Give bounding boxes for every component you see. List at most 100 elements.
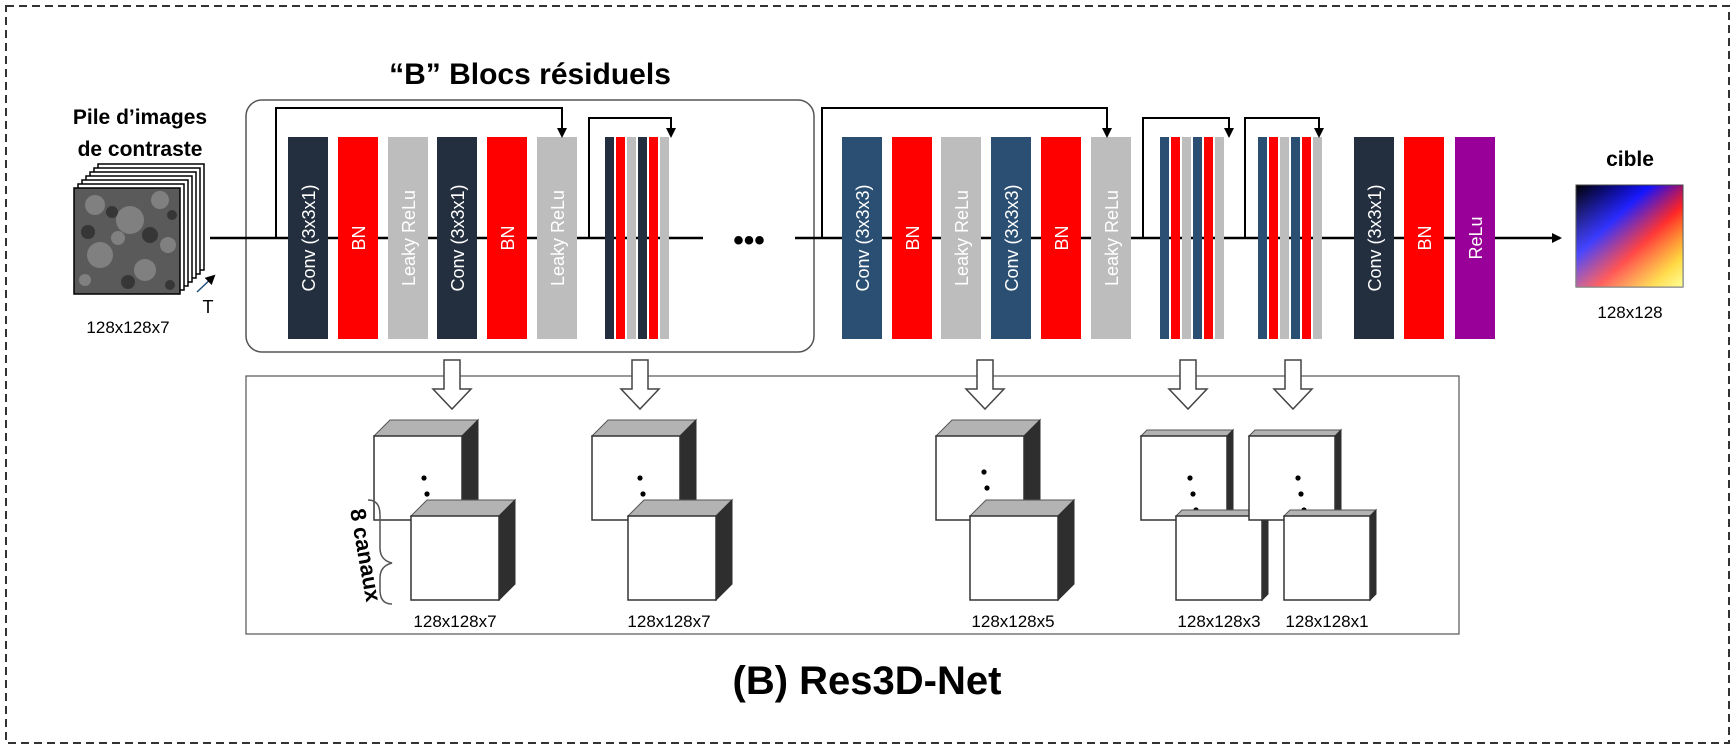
output-label: cible	[1606, 148, 1654, 171]
mini1-stripe-5	[660, 137, 669, 339]
block2-layer-5-label: Leaky ReLu	[1102, 190, 1122, 286]
feature-cube-4-front	[1174, 508, 1270, 602]
block2-layer-3-label: Conv (3x3x3)	[1002, 184, 1022, 291]
channels-brace	[367, 499, 393, 605]
mini2-stripe-0	[1160, 137, 1169, 339]
block1-layer-2-leaky-relu	[388, 137, 428, 339]
block1-layer-1-label: BN	[349, 225, 369, 250]
final-layers: Conv (3x3x1) BN ReLu	[1354, 137, 1495, 339]
block2-layer-4-label: BN	[1052, 225, 1072, 250]
final-layer-2-label: ReLu	[1466, 216, 1486, 259]
compact-block-2	[1160, 137, 1224, 339]
feature-map-cubes	[372, 418, 1378, 602]
mini1-stripe-4	[649, 137, 658, 339]
block2-layers: Conv (3x3x3) BN Leaky ReLu Conv (3x3x3) BN Le…	[842, 137, 1131, 339]
block1-layer-4-label: BN	[498, 225, 518, 250]
block2-layer-4-bn	[1041, 137, 1081, 339]
mini2-stripe-3	[1193, 137, 1202, 339]
block1-layer-4-bn	[487, 137, 527, 339]
feature-cube-5-back	[1247, 428, 1343, 522]
mini2-stripe-1	[1171, 137, 1180, 339]
block2-layer-3-conv-3x3x3	[991, 137, 1031, 339]
feature-size-labels: 128x128x7 128x128x7 128x128x5 128x128x3 128x…	[413, 612, 1368, 631]
block1-layer-5-label: Leaky ReLu	[548, 190, 568, 286]
block2-layer-1-bn	[892, 137, 932, 339]
residual-blocks-box	[245, 99, 815, 353]
mini1-stripe-1	[616, 137, 625, 339]
input-label-line2: de contraste	[78, 138, 203, 161]
mini1-stripe-0	[605, 137, 614, 339]
skip-connection-compact3	[1244, 117, 1324, 238]
feature-cube-4-back	[1139, 428, 1235, 522]
mini2-stripe-4	[1204, 137, 1213, 339]
block2-layer-5-leaky-relu	[1091, 137, 1131, 339]
block1-layer-3-label: Conv (3x3x1)	[448, 184, 468, 291]
feature-dots-1	[421, 475, 430, 497]
block1-layer-3-conv-3x3x1	[437, 137, 477, 339]
mini3-stripe-5	[1313, 137, 1322, 339]
output-size-label: 128x128	[1597, 303, 1662, 322]
block2-layer-0-conv-3x3x3	[842, 137, 882, 339]
mini3-stripe-2	[1280, 137, 1289, 339]
skip-connections	[275, 107, 1324, 238]
time-axis-arrow	[196, 274, 216, 293]
skip-connection-block2	[821, 107, 1112, 238]
final-layer-0-conv-3x3x1	[1354, 137, 1394, 339]
block1-layer-5-leaky-relu	[537, 137, 577, 339]
block1-layer-0-conv-3x3x1	[288, 137, 328, 339]
down-arrow-4	[1272, 359, 1314, 411]
mini3-stripe-1	[1269, 137, 1278, 339]
mini1-stripe-2	[627, 137, 636, 339]
ellipsis: •••	[733, 224, 765, 257]
feature-cube-5-front	[1282, 508, 1378, 602]
block1-layers: Conv (3x3x1) BN Leaky ReLu Conv (3x3x1) BN Le…	[288, 137, 577, 339]
feature-cube-3-front	[968, 498, 1076, 602]
feature-cube-1-front	[409, 498, 517, 602]
feature-size-label-0: 128x128x7	[413, 612, 496, 631]
input-image-stack	[73, 163, 205, 295]
down-arrows	[431, 359, 1314, 411]
outer-frame	[5, 5, 1730, 744]
block2-layer-2-leaky-relu	[941, 137, 981, 339]
down-arrow-0	[431, 359, 473, 411]
mini2-stripe-2	[1182, 137, 1191, 339]
block1-layer-0-label: Conv (3x3x1)	[299, 184, 319, 291]
input-size-label: 128x128x7	[86, 318, 169, 337]
mini3-stripe-4	[1302, 137, 1311, 339]
compact-block-1	[605, 137, 669, 339]
final-layer-1-bn	[1404, 137, 1444, 339]
feature-cube-2-back	[590, 418, 698, 522]
skip-connection-compact1	[588, 117, 676, 238]
feature-map-panel	[245, 375, 1460, 635]
block1-layer-2-label: Leaky ReLu	[399, 190, 419, 286]
mini2-stripe-5	[1215, 137, 1224, 339]
diagram-title: (B) Res3D-Net	[733, 659, 1002, 703]
compact-block-3	[1258, 137, 1322, 339]
final-layer-0-label: Conv (3x3x1)	[1365, 184, 1385, 291]
mini3-stripe-0	[1258, 137, 1267, 339]
down-arrow-3	[1167, 359, 1209, 411]
feature-size-label-4: 128x128x1	[1285, 612, 1368, 631]
mini1-stripe-3	[638, 137, 647, 339]
final-layer-1-label: BN	[1415, 225, 1435, 250]
block2-layer-1-label: BN	[903, 225, 923, 250]
time-axis-label: T	[203, 297, 214, 317]
down-arrow-1	[619, 359, 661, 411]
feature-size-label-1: 128x128x7	[627, 612, 710, 631]
residual-blocks-label: “B” Blocs résiduels	[389, 58, 671, 91]
skip-connection-compact2	[1142, 117, 1234, 238]
down-arrow-2	[964, 359, 1006, 411]
feature-dots-2	[637, 475, 646, 497]
block2-layer-0-label: Conv (3x3x3)	[853, 184, 873, 291]
target-map-image	[1575, 184, 1684, 288]
mini3-stripe-3	[1291, 137, 1300, 339]
block2-layer-2-label: Leaky ReLu	[952, 190, 972, 286]
block1-layer-1-bn	[338, 137, 378, 339]
skip-connection-block1	[275, 107, 567, 238]
feature-size-label-2: 128x128x5	[971, 612, 1054, 631]
feature-cube-2-front	[626, 498, 734, 602]
input-label-line1: Pile d’images	[73, 106, 207, 129]
feature-size-label-3: 128x128x3	[1177, 612, 1260, 631]
final-layer-2-relu	[1455, 137, 1495, 339]
